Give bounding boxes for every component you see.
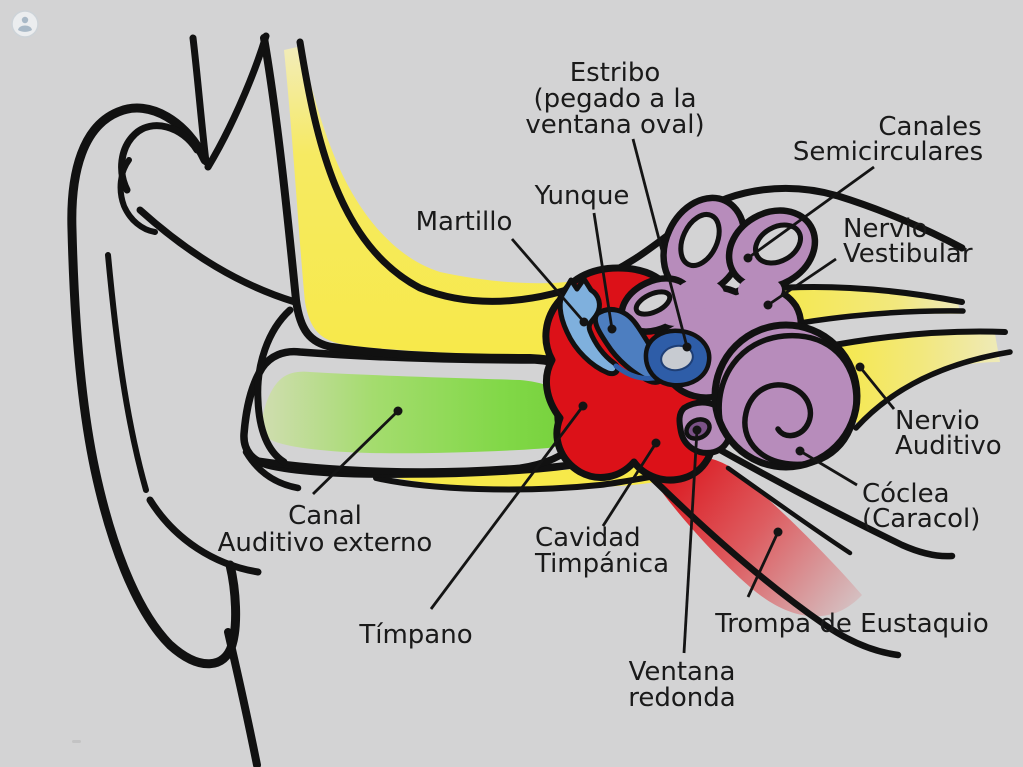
concha-back-wall xyxy=(254,306,294,466)
leader-lines xyxy=(312,138,896,654)
auditory-nerve-top-line xyxy=(815,328,1008,351)
stapes-ring-hole xyxy=(660,344,694,372)
skull-bone-fill xyxy=(284,46,599,356)
canal-junction-patch xyxy=(676,279,724,309)
label-estribo-line1: Estribo xyxy=(570,58,661,88)
speck-artifact xyxy=(72,740,81,743)
label-cavidad-line2: Timpánica xyxy=(534,549,669,579)
ear-canal-interior xyxy=(261,371,581,454)
label-coclea-line1: Cóclea xyxy=(862,479,950,509)
label-coclea: Cóclea (Caracol) xyxy=(862,479,980,534)
label-canal-auditivo-line1: Canal xyxy=(288,501,362,531)
leader-canales xyxy=(747,165,875,260)
label-yunque: Yunque xyxy=(534,181,630,211)
eustachian-tube-fill xyxy=(652,456,862,617)
label-ventana-line2: redonda xyxy=(628,683,735,713)
cochlea-spiral xyxy=(716,332,859,468)
helix-outline xyxy=(67,103,241,669)
dot-nervio-vestibular xyxy=(763,300,773,310)
lower-fold xyxy=(146,496,262,576)
label-cavidad-line1: Cavidad xyxy=(535,523,641,553)
eustachian-inner-line xyxy=(725,465,853,556)
auditory-nerve-bottom-line xyxy=(853,349,1013,431)
dot-trompa xyxy=(773,527,783,537)
label-coclea-line2: (Caracol) xyxy=(862,504,980,534)
topdoctors-badge-icon xyxy=(11,10,39,38)
inner-curl-small xyxy=(117,157,158,235)
eustachian-lower-wall xyxy=(648,474,902,659)
label-estribo-line3: ventana oval) xyxy=(525,110,704,140)
leader-dots xyxy=(393,253,865,537)
label-canales-line1: Canales xyxy=(878,112,981,142)
label-estribo: Estribo (pegado a la ventana oval) xyxy=(525,58,704,140)
skull-outer-line xyxy=(260,34,589,374)
dot-nervio-auditivo xyxy=(855,362,865,372)
dot-canales xyxy=(743,253,753,263)
posterior-canal-hole xyxy=(753,222,803,266)
dot-ventana xyxy=(692,425,702,435)
neck-line xyxy=(224,628,261,767)
label-nervio-auditivo-line2: Auditivo xyxy=(895,431,1002,461)
leader-trompa xyxy=(746,531,780,598)
dot-canal-auditivo xyxy=(393,406,403,416)
label-timpano: Tímpano xyxy=(358,620,472,650)
dot-cavidad xyxy=(651,438,661,448)
label-canales-semicirculares: Canales Semicirculares xyxy=(793,112,983,167)
lateral-canal-hole xyxy=(633,289,673,317)
leader-timpano xyxy=(429,405,585,610)
leader-yunque xyxy=(592,212,614,330)
leader-cavidad xyxy=(601,442,658,527)
label-ventana-line1: Ventana xyxy=(629,657,736,687)
leader-nervio-auditivo xyxy=(858,366,896,410)
label-nervio-vestibular-line2: Vestibular xyxy=(843,239,973,269)
label-trompa: Trompa de Eustaquio xyxy=(714,609,989,639)
mid-ear-fold xyxy=(105,252,149,493)
superior-canal-hole xyxy=(678,211,722,269)
dot-estribo xyxy=(682,342,692,352)
label-canal-auditivo: Canal Auditivo externo xyxy=(218,501,433,558)
tragus-curve xyxy=(242,448,302,492)
leader-canal-auditivo xyxy=(312,409,399,496)
label-ventana-redonda: Ventana redonda xyxy=(628,657,735,713)
dot-yunque xyxy=(607,324,617,334)
leader-coclea xyxy=(799,449,858,487)
label-nervio-auditivo-line1: Nervio xyxy=(895,406,980,436)
leader-ventana xyxy=(682,429,699,654)
dot-martillo xyxy=(579,317,589,327)
cochlea-body xyxy=(711,321,861,471)
canal-junction-patch xyxy=(658,302,694,326)
canal-junction-patch xyxy=(738,276,782,304)
leader-nervio-vestibular xyxy=(767,257,837,307)
malleus-shape xyxy=(557,276,621,377)
dot-timpano xyxy=(578,401,588,411)
label-nervio-vestibular-line1: Nervio xyxy=(843,214,928,244)
label-nervio-vestibular: Nervio Vestibular xyxy=(843,214,973,269)
head-line-left xyxy=(189,34,210,166)
label-martillo: Martillo xyxy=(416,207,513,237)
label-estribo-line2: (pegado a la xyxy=(533,84,696,114)
label-canal-auditivo-line2: Auditivo externo xyxy=(218,528,433,558)
pinna-outer-ear xyxy=(67,32,302,767)
eustachian-upper-wall xyxy=(702,438,956,560)
canal-bottom-wall xyxy=(248,440,578,476)
head-line-right xyxy=(204,32,270,171)
label-canales-line2: Semicirculares xyxy=(793,137,983,167)
leader-martillo xyxy=(510,238,586,323)
label-cavidad-timpanica: Cavidad Timpánica xyxy=(534,523,669,579)
label-nervio-auditivo: Nervio Auditivo xyxy=(895,406,1002,461)
dot-coclea xyxy=(795,446,805,456)
leader-estribo xyxy=(631,138,689,348)
labels-layer: Estribo (pegado a la ventana oval) Canal… xyxy=(218,58,1002,713)
antihelix-upper-fold xyxy=(136,206,299,306)
